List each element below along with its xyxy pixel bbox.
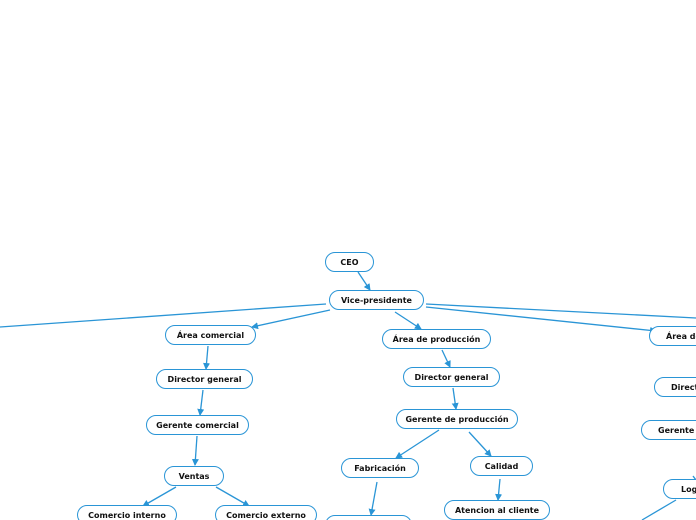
node-gerente-right[interactable]: Gerente d [641,420,696,440]
node-director-general-produccion[interactable]: Director general [403,367,500,387]
edge-gerente-fabricacion [395,429,440,459]
edge-gerente-calidad [468,431,492,457]
node-comercio-externo[interactable]: Comercio externo [215,505,317,520]
node-fabricacion[interactable]: Fabricación [341,458,419,478]
node-area-right[interactable]: Área de [649,326,696,346]
node-fabricacion-child[interactable] [325,515,412,520]
edge-vp-area-comercial [251,309,331,330]
edge-dir-gerente-produccion [451,387,459,410]
node-gerente-produccion[interactable]: Gerente de producción [396,409,518,429]
node-director-right[interactable]: Directo [654,377,696,397]
edge-ventas-comercio-interno [142,486,177,507]
edge-logistica-down [641,499,677,520]
edge-vp-area-produccion [394,311,422,330]
node-gerente-comercial[interactable]: Gerente comercial [146,415,249,435]
node-ceo[interactable]: CEO [325,252,374,272]
node-director-general-comercial[interactable]: Director general [156,369,253,389]
edge-fabricacion-down [368,481,378,516]
node-ventas[interactable]: Ventas [164,466,224,486]
edge-area-dir-produccion [441,349,451,368]
node-vice-presidente[interactable]: Vice-presidente [329,290,424,310]
edge-gerente-ventas [191,435,199,466]
edge-ventas-comercio-externo [215,486,250,507]
node-calidad[interactable]: Calidad [470,456,533,476]
edge-vp-area-right [425,306,657,334]
edge-area-dir-comercial [203,345,211,370]
edge-vp-right-upper [425,303,696,319]
edge-vp-left-offscreen [0,303,327,328]
node-logistica[interactable]: Logi [663,479,696,499]
edge-ceo-vp [357,271,371,291]
node-area-produccion[interactable]: Área de producción [382,329,491,349]
node-area-comercial[interactable]: Área comercial [165,325,256,345]
node-comercio-interno[interactable]: Comercio interno [77,505,177,520]
edge-calidad-atencion [495,478,503,501]
edge-dir-gerente-comercial [197,389,205,416]
node-atencion-al-cliente[interactable]: Atencion al cliente [444,500,550,520]
